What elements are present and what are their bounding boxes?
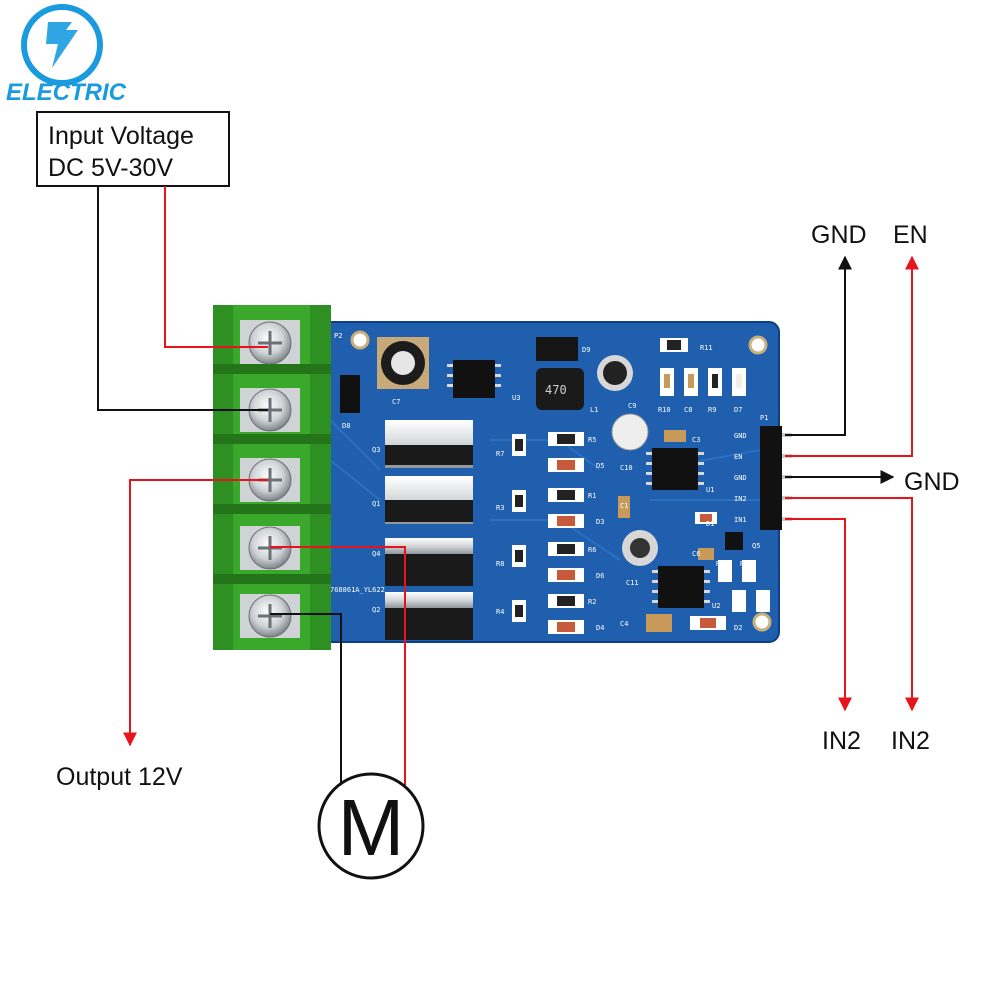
pin-label-gnd: GND	[734, 432, 747, 440]
pin-label-gnd2: GND	[734, 474, 747, 482]
label-gnd-top: GND	[811, 221, 867, 249]
pin-label-in2: IN2	[734, 495, 747, 503]
motor-symbol: M	[317, 772, 425, 880]
capacitor-c7-icon	[377, 337, 429, 389]
smd-components	[340, 338, 770, 634]
pcb-board-id: 768861A_YL622	[330, 586, 385, 594]
svg-text:Q3: Q3	[372, 446, 380, 454]
wire-header-gnd	[785, 255, 852, 436]
input-voltage-line1: Input Voltage	[48, 122, 194, 150]
capacitor-c9-icon	[597, 355, 633, 391]
svg-text:R9: R9	[708, 406, 716, 414]
pcb-ref-labels: Q3 Q1 Q4 Q2 R7 R3 R8 R4 R5 R1 R6 R2 D5 D…	[342, 344, 771, 632]
svg-text:C3: C3	[692, 436, 700, 444]
svg-text:R11: R11	[700, 344, 713, 352]
svg-text:R5: R5	[588, 436, 596, 444]
svg-text:D5: D5	[596, 462, 604, 470]
svg-text:R2: R2	[588, 598, 596, 606]
logo-ring-icon	[21, 4, 103, 86]
svg-text:D2: D2	[734, 624, 742, 632]
svg-text:U3: U3	[512, 394, 520, 402]
input-voltage-line2: DC 5V-30V	[48, 154, 173, 182]
svg-text:Q5: Q5	[752, 542, 760, 550]
terminal-screw-icon	[240, 320, 300, 365]
diode-d9-icon	[536, 337, 578, 361]
svg-text:R10: R10	[658, 406, 671, 414]
svg-text:C6: C6	[692, 550, 700, 558]
chip-u1-icon	[646, 448, 704, 490]
label-gnd-right: GND	[904, 468, 960, 496]
svg-text:C1: C1	[620, 502, 628, 510]
svg-text:R8: R8	[496, 560, 504, 568]
svg-text:D1: D1	[706, 520, 714, 528]
pin-label-en: EN	[734, 453, 742, 461]
svg-text:D3: D3	[596, 518, 604, 526]
svg-text:D8: D8	[342, 422, 350, 430]
svg-text:Q2: Q2	[372, 606, 380, 614]
svg-text:U1: U1	[706, 486, 714, 494]
mosfet-q1-icon	[385, 476, 473, 524]
wire-header-in2	[785, 497, 919, 712]
motor-label: M	[338, 783, 405, 872]
mosfet-q3-icon	[385, 420, 473, 468]
pcb-terminal-label: P2	[334, 332, 342, 340]
svg-text:R4: R4	[496, 608, 504, 616]
svg-text:L1: L1	[590, 406, 598, 414]
svg-text:C7: C7	[392, 398, 400, 406]
svg-text:D9: D9	[582, 346, 590, 354]
svg-text:D6: D6	[596, 572, 604, 580]
svg-text:C11: C11	[626, 579, 639, 587]
mosfet-q4-icon	[385, 538, 473, 586]
wire-header-en	[785, 255, 919, 457]
svg-text:Q4: Q4	[372, 550, 380, 558]
svg-text:R3: R3	[496, 504, 504, 512]
cap-value-text: 470	[545, 383, 567, 397]
mount-hole-icon	[748, 335, 768, 355]
svg-text:R14: R14	[716, 560, 729, 568]
svg-text:R1: R1	[588, 492, 596, 500]
label-output-12v: Output 12V	[56, 763, 183, 791]
svg-text:U2: U2	[712, 602, 720, 610]
label-in2-left: IN2	[822, 727, 861, 755]
wire-motor-positive	[270, 546, 406, 785]
motor-icon	[317, 772, 425, 880]
mount-hole-icon	[752, 612, 772, 632]
inductor-l1-icon	[536, 368, 584, 410]
svg-text:R13: R13	[758, 596, 771, 604]
wire-motor-negative	[270, 613, 342, 785]
svg-text:R12: R12	[740, 560, 753, 568]
wire-input-positive	[164, 186, 268, 348]
capacitor-c10-icon	[611, 413, 649, 451]
mosfet-q2-icon	[385, 592, 473, 640]
chip-u2-icon	[652, 566, 710, 608]
mount-hole-icon	[350, 330, 370, 350]
logo-text: ELECTRIC	[6, 79, 127, 106]
wire-input-ground	[97, 186, 268, 411]
pcb-board: 470	[314, 321, 792, 643]
pin-label-in1: IN1	[734, 516, 747, 524]
label-in2-right: IN2	[891, 727, 930, 755]
capacitor-c11-icon	[622, 530, 658, 566]
svg-text:R15: R15	[734, 596, 747, 604]
pcb-header-label: P1	[760, 414, 768, 422]
svg-text:R6: R6	[588, 546, 596, 554]
electric-logo: ELECTRIC	[6, 4, 127, 106]
terminal-screw-icon	[240, 594, 300, 638]
svg-text:D4: D4	[596, 624, 604, 632]
svg-text:R7: R7	[496, 450, 504, 458]
logo-bolt-icon	[46, 22, 78, 68]
svg-text:D7: D7	[734, 406, 742, 414]
wire-header-in1	[785, 518, 852, 712]
svg-text:Q1: Q1	[372, 500, 380, 508]
chip-u3-icon	[453, 360, 495, 398]
svg-text:C8: C8	[684, 406, 692, 414]
label-en-top: EN	[893, 221, 928, 249]
input-voltage-box: Input Voltage DC 5V-30V	[36, 111, 230, 187]
terminal-block	[213, 305, 331, 650]
svg-text:C9: C9	[628, 402, 636, 410]
svg-text:C10: C10	[620, 464, 633, 472]
svg-text:C4: C4	[620, 620, 628, 628]
wire-output-12v	[123, 479, 268, 747]
